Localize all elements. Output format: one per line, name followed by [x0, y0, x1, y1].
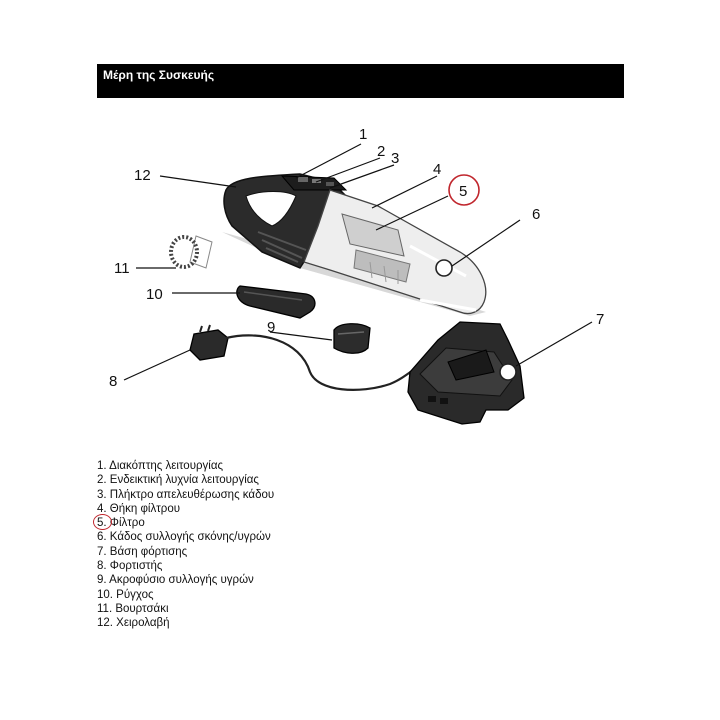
list-item: 11. Βουρτσάκι [97, 602, 169, 615]
callout-3: 3 [391, 150, 399, 167]
list-item: 2. Ενδεικτική λυχνία λειτουργίας [97, 474, 259, 487]
list-item: 12. Χειρολαβή [97, 617, 170, 630]
list-item: 6. Κάδος συλλογής σκόνης/υγρών [97, 531, 271, 544]
callout-1: 1 [359, 126, 367, 143]
callout-12: 12 [134, 167, 151, 184]
callout-10: 10 [146, 286, 163, 303]
crevice-nozzle-illustration [236, 285, 316, 319]
section-title: Μέρη της Συσκευής [103, 68, 215, 82]
callout-5-highlight [448, 174, 480, 206]
callout-6: 6 [532, 206, 540, 223]
list-item: 8. Φορτιστής [97, 560, 163, 573]
vacuum-illustration [222, 173, 487, 316]
callout-9: 9 [267, 319, 275, 336]
parts-list: 1. Διακόπτης λειτουργίας 2. Ενδεικτική λ… [93, 459, 275, 631]
highlight-circle [93, 514, 112, 531]
list-item: 7. Βάση φόρτισης [97, 545, 188, 558]
charging-base-illustration [407, 321, 525, 425]
callout-4: 4 [433, 161, 441, 178]
callout-5: 5 [459, 183, 467, 200]
appliance-diagram: 1 2 3 4 5 6 7 8 9 10 11 12 [109, 126, 604, 425]
list-item: 4. Θήκη φίλτρου [97, 502, 180, 515]
callout-2: 2 [377, 143, 385, 160]
callout-11: 11 [114, 260, 130, 277]
list-item: 1. Διακόπτης λειτουργίας [97, 460, 224, 472]
list-item-highlighted: 5. Φίλτρο [93, 514, 274, 531]
filter-holder-part [341, 213, 405, 257]
list-item: 9. Ακροφύσιο συλλογής υγρών [97, 574, 254, 587]
list-item: 10. Ρύγχος [97, 588, 154, 601]
section-header: Μέρη της Συσκευής [97, 64, 624, 98]
liquid-nozzle-illustration [333, 323, 371, 354]
callout-8: 8 [109, 373, 117, 390]
list-item: 3. Πλήκτρο απελευθέρωσης κάδου [97, 488, 275, 501]
brush-illustration [169, 235, 213, 269]
leader-lines [123, 143, 593, 381]
callout-7: 7 [596, 311, 604, 328]
